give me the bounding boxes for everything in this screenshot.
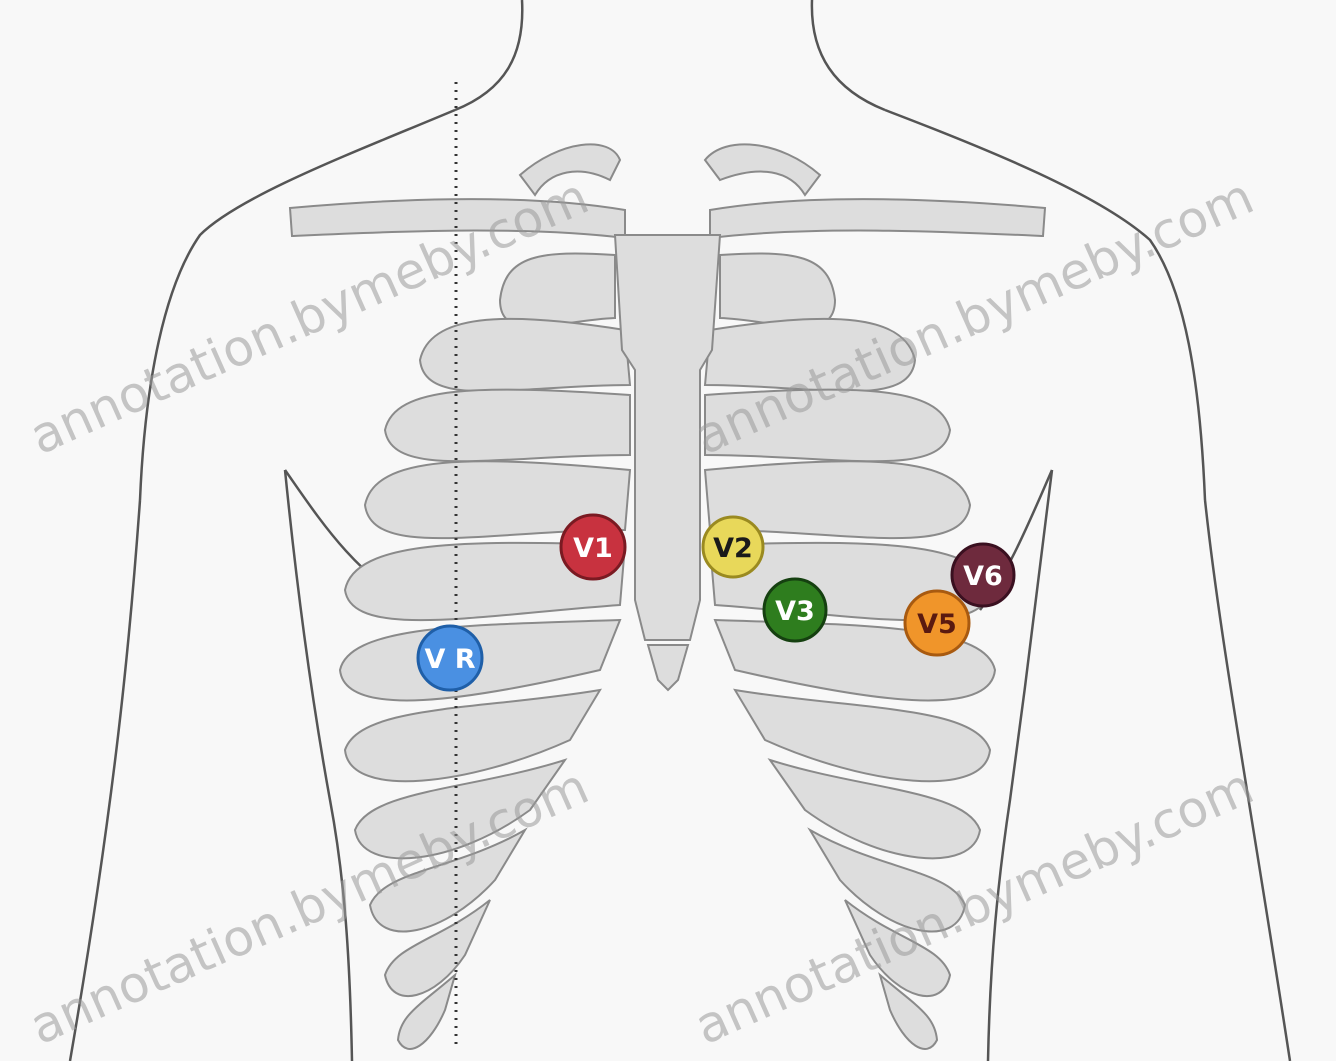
electrode-vr: V R (418, 626, 482, 690)
electrode-v6: V6 (952, 544, 1014, 606)
neck-left-line (455, 0, 522, 110)
electrode-v6-label: V6 (963, 561, 1003, 592)
electrode-vr-label: V R (424, 644, 475, 675)
electrode-v2: V2 (703, 517, 763, 577)
left-rib-2 (420, 319, 630, 391)
neck-right-line (812, 0, 885, 110)
electrode-v5-label: V5 (917, 609, 957, 640)
electrode-v1: V1 (561, 515, 625, 579)
electrode-v1-label: V1 (573, 533, 613, 564)
left-rib-3 (385, 390, 630, 462)
right-first-rib-arc (705, 144, 820, 195)
electrode-v3: V3 (764, 579, 826, 641)
right-rib-1 (720, 253, 835, 326)
xiphoid-process (648, 645, 688, 690)
left-ribs (340, 253, 630, 1049)
electrode-v2-label: V2 (713, 533, 753, 564)
right-clavicle (710, 199, 1045, 238)
watermark-text: annotation.bymeby.com (21, 757, 597, 1056)
left-axilla-line (285, 470, 352, 1061)
electrode-v3-label: V3 (775, 596, 815, 627)
watermark-text: annotation.bymeby.com (686, 757, 1262, 1056)
left-rib-1 (500, 253, 615, 326)
electrode-v5: V5 (905, 591, 969, 655)
right-rib-7 (735, 690, 990, 781)
